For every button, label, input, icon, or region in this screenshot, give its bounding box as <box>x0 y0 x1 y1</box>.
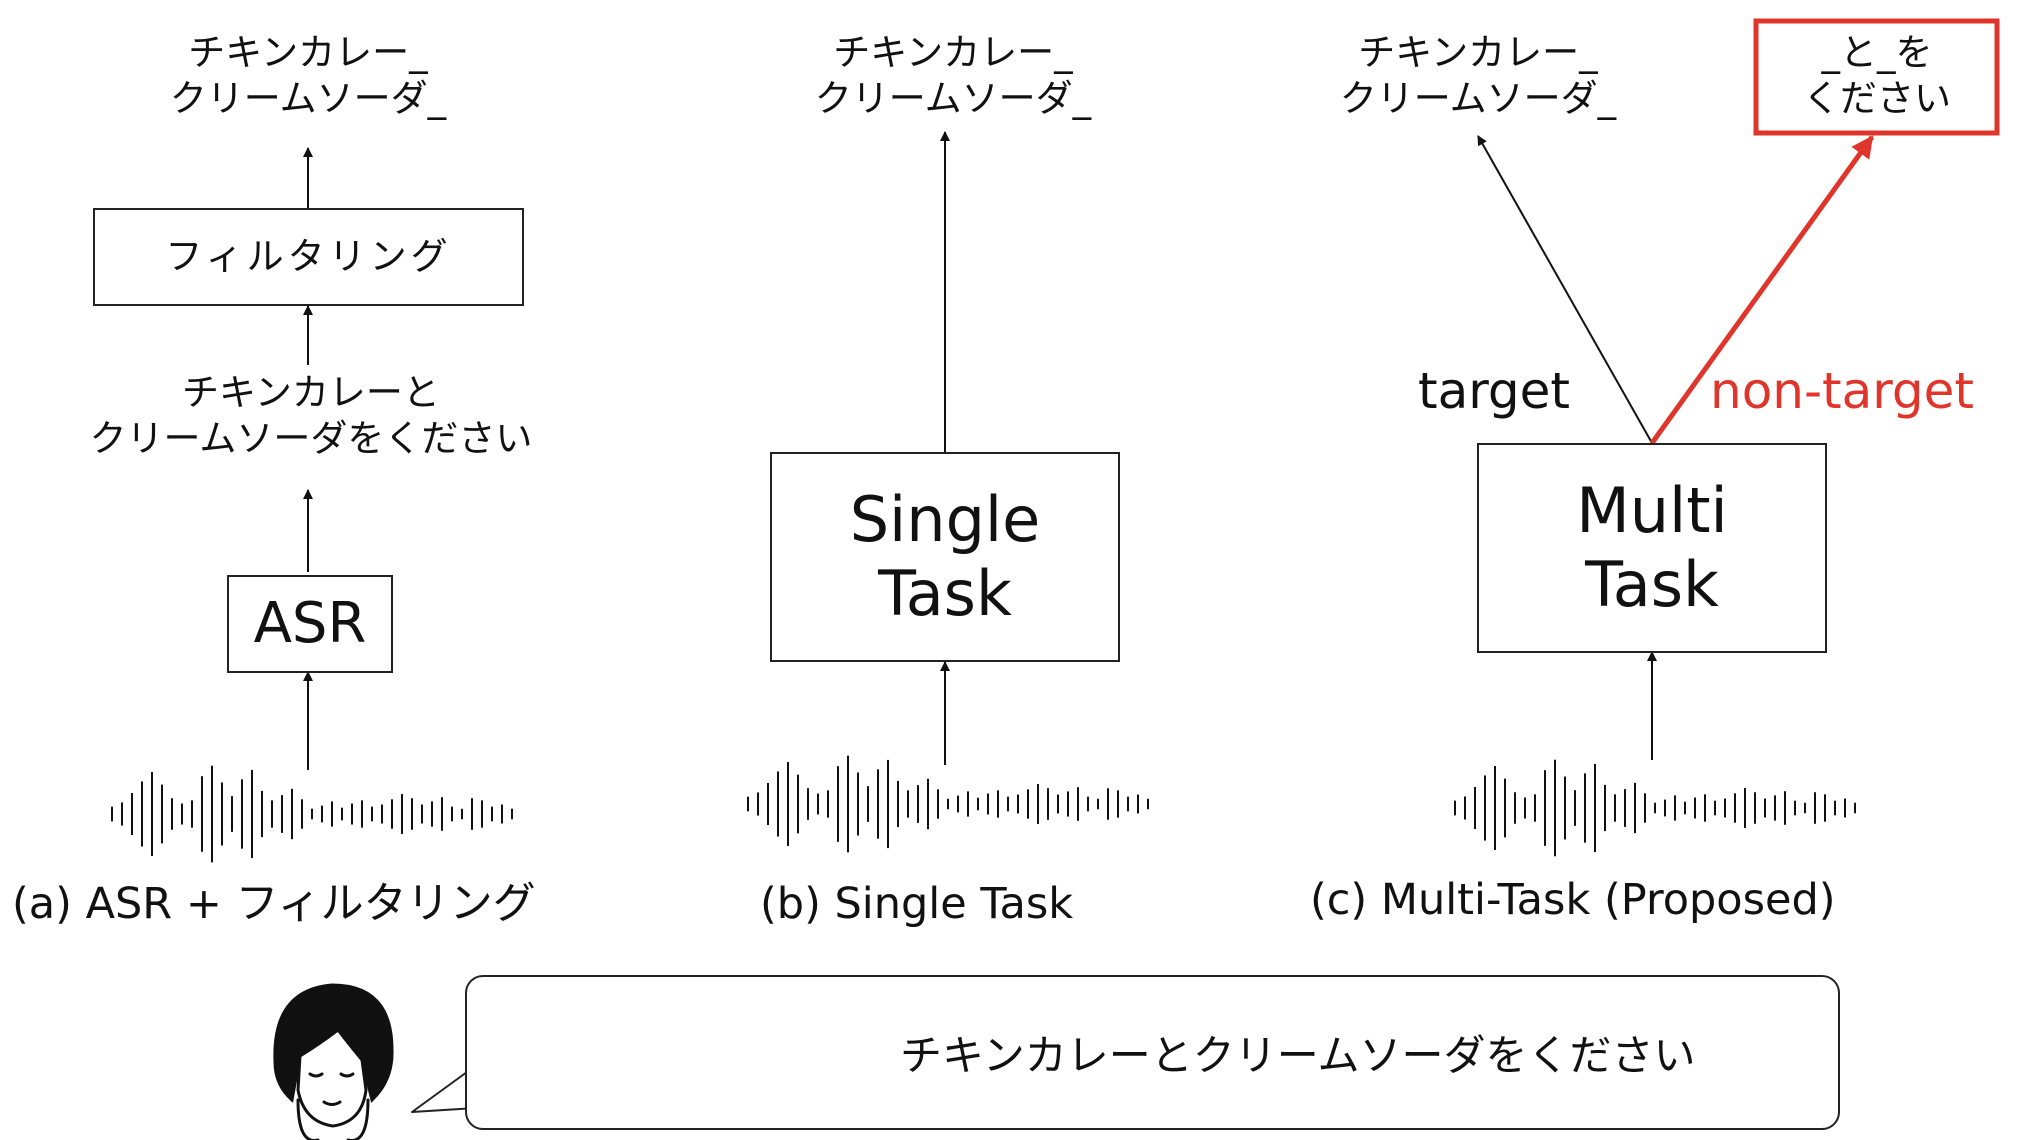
label-nontarget: non-target <box>1710 362 1975 420</box>
speech-utterance-text: チキンカレーとクリームソーダをください <box>900 1031 1696 1080</box>
waveform-a <box>111 765 513 863</box>
multi-task-box-label: Multi Task <box>1576 473 1728 621</box>
filter-box: フィルタリング <box>93 208 524 306</box>
panel-b-output-text: チキンカレー_ クリームソーダ_ <box>814 31 1092 121</box>
speech-bubble <box>465 975 1840 1130</box>
panel-b-caption: (b) Single Task <box>760 879 1074 929</box>
panel-a-caption: (a) ASR + フィルタリング <box>12 879 536 929</box>
single-task-box: Single Task <box>770 452 1120 662</box>
asr-box: ASR <box>227 575 393 673</box>
label-target: target <box>1418 362 1571 420</box>
waveform-c <box>1454 759 1856 857</box>
panel-a-transcript-text: チキンカレーと クリームソーダをください <box>89 371 533 461</box>
panel-a-output-text: チキンカレー_ クリームソーダ_ <box>169 31 447 121</box>
waveform-b <box>747 755 1149 853</box>
panel-c-nontarget-output-text: _と_を ください <box>1803 31 1951 121</box>
panel-c-caption: (c) Multi-Task (Proposed) <box>1310 875 1836 925</box>
nontarget-highlight-box <box>1753 18 2000 136</box>
panel-c-target-output-text: チキンカレー_ クリームソーダ_ <box>1339 31 1617 121</box>
single-task-box-label: Single Task <box>849 482 1041 630</box>
arrow-c-target <box>1477 135 1653 444</box>
asr-box-label: ASR <box>253 591 367 657</box>
bubble-tail <box>411 1071 477 1113</box>
arrow-c-nontarget <box>1649 135 1875 445</box>
person-icon <box>273 983 394 1140</box>
filter-box-label: フィルタリング <box>165 234 452 278</box>
multi-task-box: Multi Task <box>1477 443 1827 653</box>
